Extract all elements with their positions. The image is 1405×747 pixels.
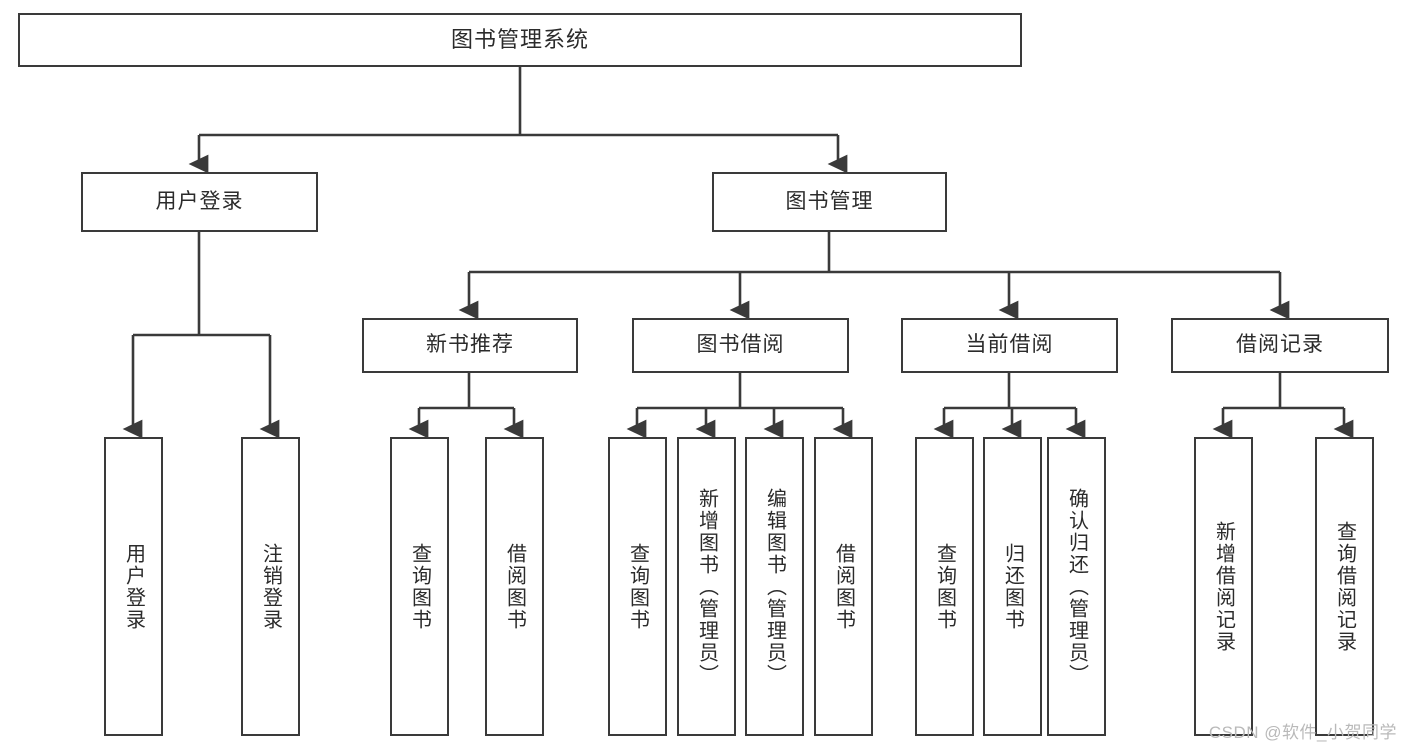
node-borrow-record-label: 借阅记录 xyxy=(1236,333,1324,357)
leaf-borrow-query-book[interactable]: 查询图书 xyxy=(608,437,667,736)
leaf-current-confirm-return[interactable]: 确认归还（管理员） xyxy=(1047,437,1106,736)
leaf-label: 查询图书 xyxy=(408,542,431,631)
leaf-label: 用户登录 xyxy=(122,542,145,631)
leaf-label: 新增图书（管理员） xyxy=(695,487,718,686)
node-current-borrow[interactable]: 当前借阅 xyxy=(901,318,1118,373)
leaf-label: 编辑图书（管理员） xyxy=(763,487,786,686)
node-root-label: 图书管理系统 xyxy=(450,27,589,53)
leaf-label: 查询图书 xyxy=(933,542,956,631)
node-new-book-recommend-label: 新书推荐 xyxy=(426,333,514,357)
node-book-borrow[interactable]: 图书借阅 xyxy=(632,318,849,373)
leaf-label: 归还图书 xyxy=(1001,542,1024,631)
watermark: CSDN @软件_小贺同学 xyxy=(1208,723,1397,742)
node-book-management[interactable]: 图书管理 xyxy=(712,172,947,232)
leaf-label: 查询借阅记录 xyxy=(1333,520,1356,653)
node-book-borrow-label: 图书借阅 xyxy=(696,333,785,357)
node-book-management-label: 图书管理 xyxy=(785,189,874,213)
leaf-new-book-query[interactable]: 查询图书 xyxy=(390,437,449,736)
leaf-new-book-borrow[interactable]: 借阅图书 xyxy=(485,437,544,736)
leaf-current-return-book[interactable]: 归还图书 xyxy=(983,437,1042,736)
leaf-borrow-borrow-book[interactable]: 借阅图书 xyxy=(814,437,873,736)
leaf-borrow-edit-book[interactable]: 编辑图书（管理员） xyxy=(745,437,804,736)
node-root[interactable]: 图书管理系统 xyxy=(18,13,1022,67)
leaf-label: 注销登录 xyxy=(259,542,282,631)
node-current-borrow-label: 当前借阅 xyxy=(965,333,1054,357)
node-new-book-recommend[interactable]: 新书推荐 xyxy=(362,318,578,373)
leaf-borrow-add-book[interactable]: 新增图书（管理员） xyxy=(677,437,736,736)
leaf-label: 确认归还（管理员） xyxy=(1065,487,1088,686)
leaf-record-query[interactable]: 查询借阅记录 xyxy=(1315,437,1374,736)
leaf-label: 新增借阅记录 xyxy=(1212,520,1235,653)
leaf-record-add[interactable]: 新增借阅记录 xyxy=(1194,437,1253,736)
node-borrow-record[interactable]: 借阅记录 xyxy=(1171,318,1389,373)
leaf-user-login-signin[interactable]: 用户登录 xyxy=(104,437,163,736)
leaf-label: 借阅图书 xyxy=(503,542,526,631)
leaf-current-query-book[interactable]: 查询图书 xyxy=(915,437,974,736)
leaf-label: 借阅图书 xyxy=(832,542,855,631)
node-user-login[interactable]: 用户登录 xyxy=(81,172,318,232)
leaf-label: 查询图书 xyxy=(626,542,649,631)
leaf-user-login-signout[interactable]: 注销登录 xyxy=(241,437,300,736)
node-user-login-label: 用户登录 xyxy=(155,189,244,213)
